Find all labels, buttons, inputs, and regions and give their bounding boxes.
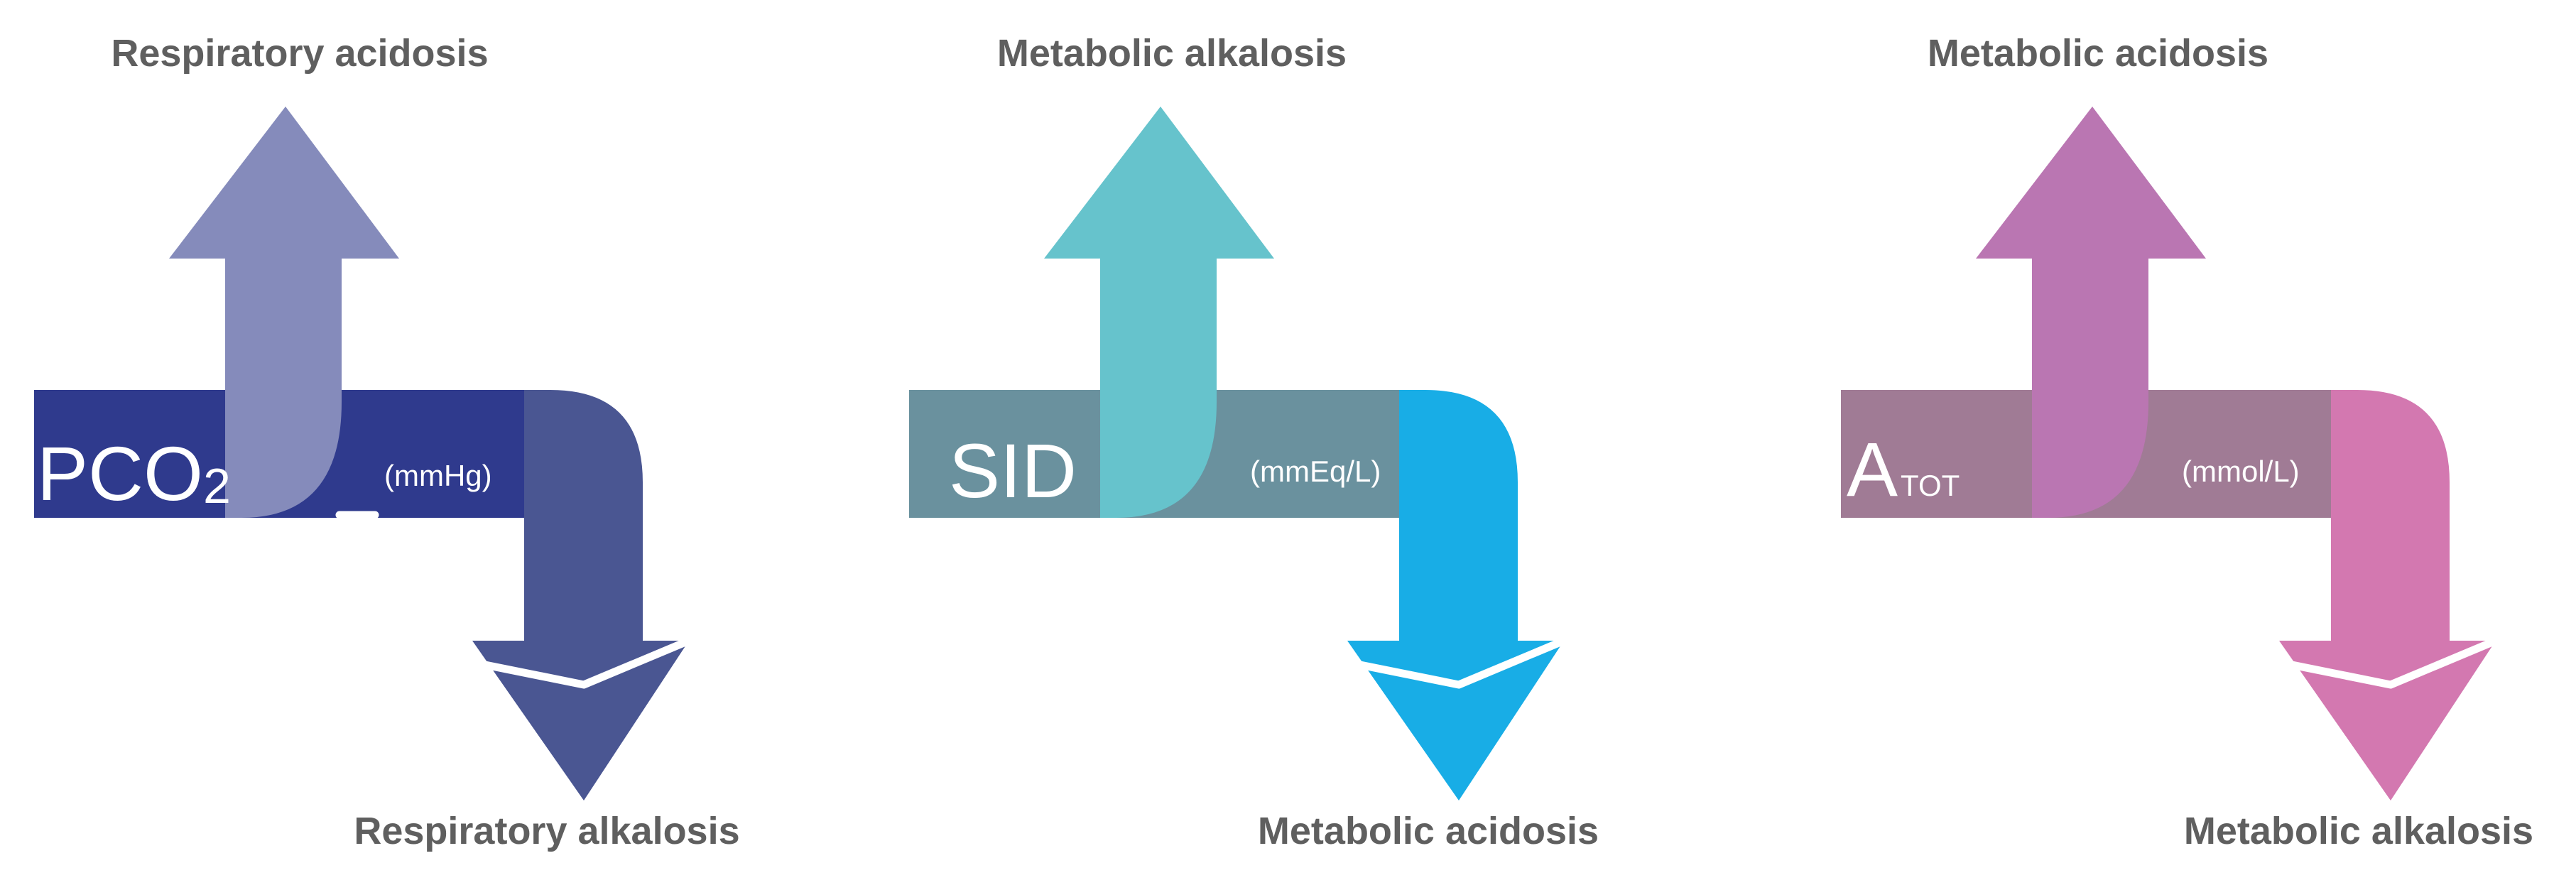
down-arrow-icon: [1347, 390, 1564, 801]
up-arrow-icon: [169, 107, 399, 518]
increase-outcome-label: Metabolic alkalosis: [997, 32, 1347, 75]
increase-outcome-label: Respiratory acidosis: [111, 32, 488, 75]
arrow-gap: [2284, 636, 2500, 689]
increase-outcome-label: Metabolic acidosis: [1928, 32, 2268, 75]
parameter-main: SID: [949, 428, 1077, 514]
unit-label: (mmEq/L): [1250, 455, 1381, 488]
arrow-gap: [1352, 636, 1568, 689]
parameter-main: A: [1847, 426, 1898, 512]
parameter-name: ATOT: [1847, 426, 1960, 512]
down-arrow-icon: [472, 390, 689, 801]
decrease-outcome-label: Respiratory alkalosis: [354, 810, 739, 852]
panel-pco2: Respiratory acidosis Respiratory alkalos…: [34, 32, 740, 852]
panel-atot: Metabolic acidosis Metabolic alkalosis A…: [1841, 32, 2533, 852]
parameter-name: SID: [949, 428, 1077, 514]
parameter-subscript: 2: [203, 458, 231, 514]
up-arrow-icon: [1976, 107, 2206, 518]
up-arrow-icon: [1044, 107, 1274, 518]
unit-label: (mmHg): [384, 459, 492, 492]
unit-label: (mmol/L): [2182, 455, 2300, 488]
down-arrow-icon: [2279, 390, 2496, 801]
parameter-main: PCO: [37, 430, 203, 516]
parameter-subscript: TOT: [1901, 469, 1960, 502]
arrow-gap: [477, 636, 693, 689]
parameter-name: PCO2: [37, 430, 231, 516]
decrease-outcome-label: Metabolic acidosis: [1258, 810, 1599, 852]
decrease-outcome-label: Metabolic alkalosis: [2184, 810, 2533, 852]
panel-sid: Metabolic alkalosis Metabolic acidosis S…: [909, 32, 1599, 852]
